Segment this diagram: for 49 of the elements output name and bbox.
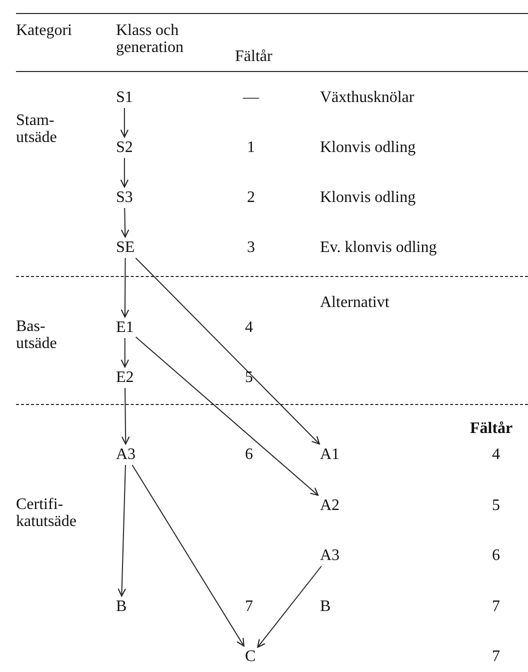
arrow — [120, 258, 130, 318]
arrow — [135, 336, 319, 496]
table-text: 7 — [492, 598, 500, 615]
class-label: E2 — [116, 369, 134, 386]
arrow — [120, 158, 129, 188]
table-text: 2 — [247, 189, 255, 206]
class-label: S2 — [116, 139, 133, 156]
class-label: SE — [116, 239, 135, 256]
table-text: Ev. klonvis odling — [320, 239, 437, 256]
class-label: A1 — [320, 446, 340, 463]
table-text: B — [320, 598, 331, 615]
table-text: Stam- utsäde — [16, 112, 58, 146]
class-label: B — [116, 598, 127, 615]
table-text: 4 — [245, 319, 253, 336]
arrow — [120, 108, 129, 138]
table-text: Fältår — [235, 48, 272, 65]
arrow — [118, 464, 126, 597]
arrow — [121, 388, 130, 445]
table-text: 7 — [492, 648, 500, 665]
arrow — [120, 208, 130, 238]
arrow — [120, 338, 130, 368]
class-label: S1 — [116, 89, 133, 106]
table-text: 7 — [245, 598, 253, 615]
class-label: E1 — [116, 319, 134, 336]
table-text: Klass och generation — [116, 22, 185, 56]
table-text: Växthusknölar — [320, 89, 414, 106]
table-text: — — [243, 89, 259, 106]
arrow — [135, 258, 320, 445]
table-text: Kategori — [16, 22, 72, 39]
class-label: S3 — [116, 189, 133, 206]
class-label: A3 — [320, 547, 340, 564]
arrow — [132, 464, 244, 647]
table-text: 6 — [492, 547, 500, 564]
class-label: A3 — [116, 446, 136, 463]
table-text: 1 — [247, 139, 255, 156]
table-text: 3 — [247, 239, 255, 256]
table-text: Klonvis odling — [320, 189, 416, 206]
table-text: Klonvis odling — [320, 139, 416, 156]
table-text: 5 — [245, 369, 253, 386]
table-text: Fältår — [470, 420, 513, 437]
table-text: 5 — [492, 497, 500, 514]
arrow — [257, 566, 322, 648]
class-label: C — [245, 648, 256, 665]
table-text: 6 — [245, 446, 253, 463]
table-text: Alternativt — [320, 294, 390, 311]
table-text: Certifi- katutsäde — [16, 496, 78, 530]
class-label: A2 — [320, 497, 340, 514]
table-text: 4 — [492, 446, 500, 463]
table-text: Bas- utsäde — [16, 318, 58, 352]
